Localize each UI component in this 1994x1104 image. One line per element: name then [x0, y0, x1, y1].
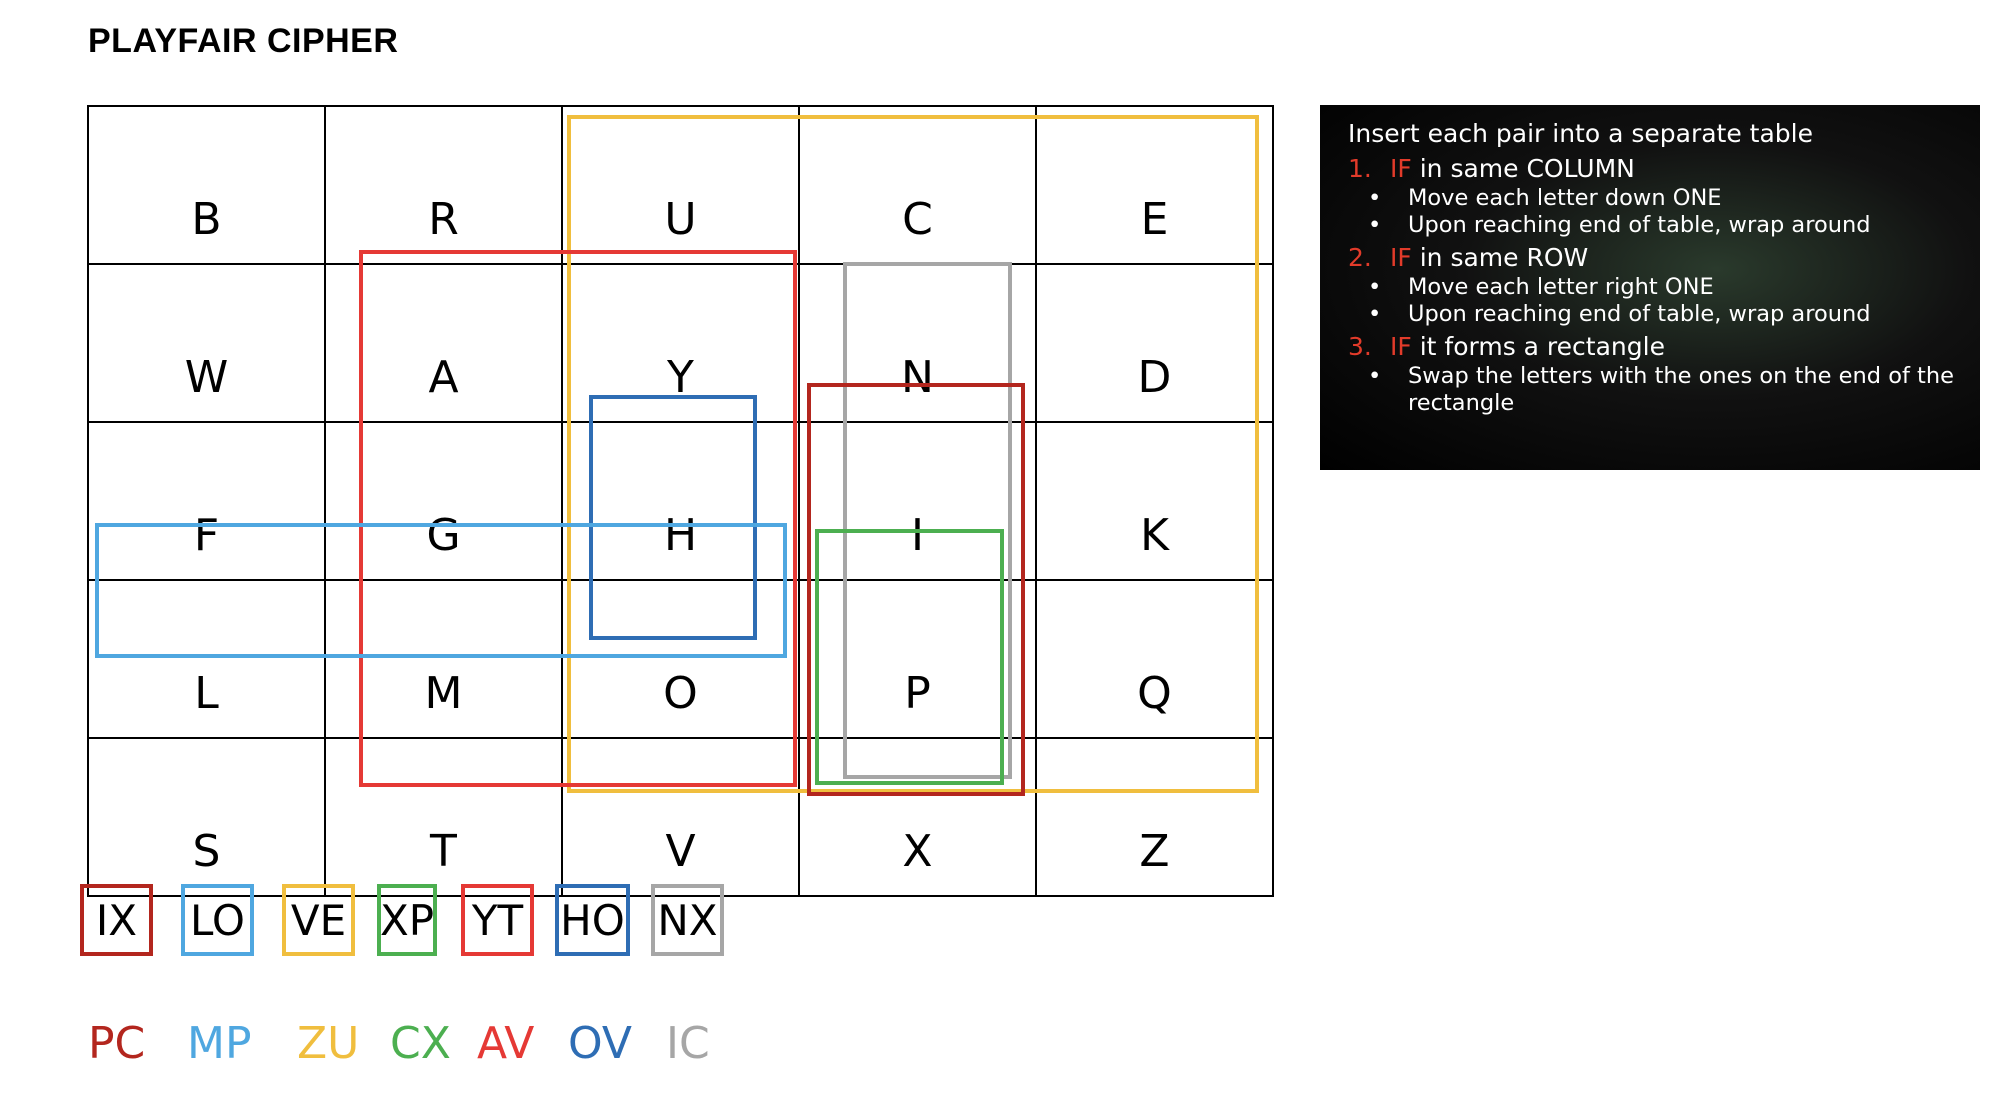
grid-cell: V — [561, 737, 800, 897]
rule-column: 1. IF in same COLUMN — [1348, 154, 1964, 183]
rule-bullet: Upon reaching end of table, wrap around — [1368, 301, 1964, 328]
grid-cell: E — [1035, 105, 1274, 265]
grid-cell: I — [798, 421, 1037, 581]
grid-cell: G — [324, 421, 563, 581]
rule-keyword: IF — [1390, 332, 1412, 361]
grid-cell: Y — [561, 263, 800, 423]
grid-cell: Z — [1035, 737, 1274, 897]
grid-cell: B — [87, 105, 326, 265]
result-cx: CX — [390, 1018, 451, 1069]
rule-bullets: Swap the letters with the ones on the en… — [1348, 363, 1964, 417]
pair-box-ve: VE — [282, 884, 355, 956]
rule-text: in same COLUMN — [1411, 154, 1635, 183]
pair-box-ix: IX — [80, 884, 153, 956]
rules-panel: Insert each pair into a separate table 1… — [1320, 105, 1980, 470]
rule-keyword: IF — [1390, 243, 1412, 272]
rule-keyword: IF — [1390, 154, 1412, 183]
grid-cell: L — [87, 579, 326, 739]
grid-row: W A Y N D — [87, 263, 1274, 423]
rule-bullets: Move each letter right ONE Upon reaching… — [1348, 274, 1964, 328]
grid-cell: K — [1035, 421, 1274, 581]
page-title: PLAYFAIR CIPHER — [88, 22, 399, 60]
grid-cell: D — [1035, 263, 1274, 423]
rule-number: 2. — [1348, 243, 1372, 272]
grid-row: F G H I K — [87, 421, 1274, 581]
result-av: AV — [477, 1018, 535, 1069]
rule-row: 2. IF in same ROW — [1348, 243, 1964, 272]
pair-box-xp: XP — [377, 884, 437, 956]
pair-box-nx: NX — [651, 884, 724, 956]
grid-cell: W — [87, 263, 326, 423]
grid-cell: X — [798, 737, 1037, 897]
rule-number: 3. — [1348, 332, 1372, 361]
grid-cell: S — [87, 737, 326, 897]
grid-cell: Q — [1035, 579, 1274, 739]
grid-cell: F — [87, 421, 326, 581]
rule-text: it forms a rectangle — [1411, 332, 1665, 361]
grid-cell: T — [324, 737, 563, 897]
result-zu: ZU — [297, 1018, 360, 1069]
rule-bullets: Move each letter down ONE Upon reaching … — [1348, 185, 1964, 239]
grid-cell: N — [798, 263, 1037, 423]
grid-row: L M O P Q — [87, 579, 1274, 739]
pair-box-lo: LO — [181, 884, 254, 956]
grid-row: B R U C E — [87, 105, 1274, 265]
grid-cell: C — [798, 105, 1037, 265]
grid-cell: M — [324, 579, 563, 739]
playfair-grid: B R U C E W A Y N D F G H I K L M O P Q — [87, 105, 1274, 897]
grid-cell: R — [324, 105, 563, 265]
pair-box-yt: YT — [461, 884, 534, 956]
rule-number: 1. — [1348, 154, 1372, 183]
result-mp: MP — [187, 1018, 252, 1069]
grid-row: S T V X Z — [87, 737, 1274, 897]
grid-cell: U — [561, 105, 800, 265]
result-ov: OV — [568, 1018, 632, 1069]
grid-cell: P — [798, 579, 1037, 739]
grid-cell: H — [561, 421, 800, 581]
rule-bullet: Swap the letters with the ones on the en… — [1368, 363, 1964, 417]
result-pc: PC — [88, 1018, 146, 1069]
pair-box-ho: HO — [555, 884, 630, 956]
grid-cell: A — [324, 263, 563, 423]
rule-bullet: Move each letter down ONE — [1368, 185, 1964, 212]
rule-rectangle: 3. IF it forms a rectangle — [1348, 332, 1964, 361]
rules-heading: Insert each pair into a separate table — [1348, 119, 1813, 148]
result-ic: IC — [666, 1018, 710, 1069]
rule-bullet: Move each letter right ONE — [1368, 274, 1964, 301]
rule-bullet: Upon reaching end of table, wrap around — [1368, 212, 1964, 239]
grid-cell: O — [561, 579, 800, 739]
rule-text: in same ROW — [1411, 243, 1589, 272]
